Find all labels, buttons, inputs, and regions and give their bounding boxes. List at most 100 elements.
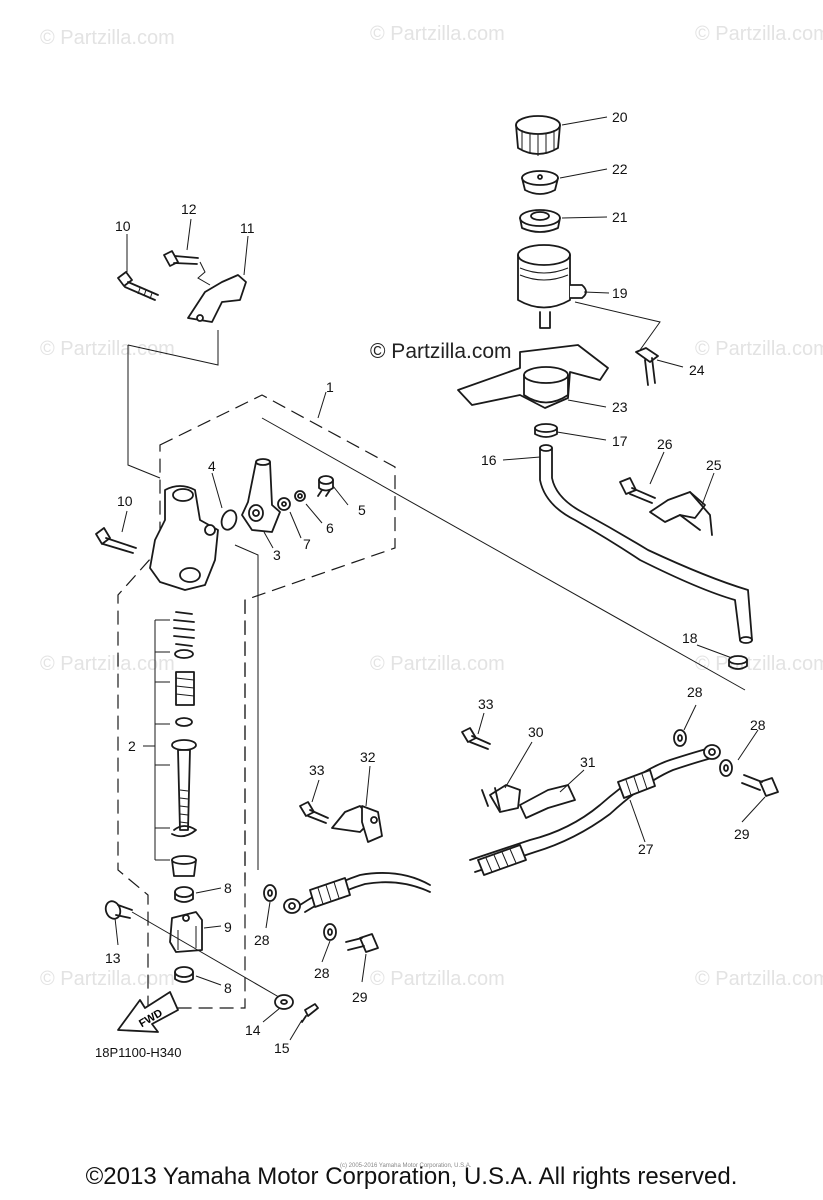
reservoir-hose [539,444,753,644]
label-part-18: 18 [682,630,698,646]
reservoir [517,244,587,329]
watermark: © Partzilla.com [695,653,823,675]
label-part-3: 3 [273,547,281,563]
reference-line [127,330,219,366]
label-part-28-mid: 28 [314,965,330,981]
watermark: © Partzilla.com [695,23,823,45]
reference-line [127,345,161,479]
brake-hose [283,744,721,914]
label-part-17: 17 [612,433,628,449]
label-part-28-right-b: 28 [750,717,766,733]
label-part-8-lower: 8 [224,980,232,996]
reservoir-cap [515,115,561,156]
watermark: © Partzilla.com [695,968,823,990]
label-part-2: 2 [128,738,136,754]
clevis-joint [169,911,203,953]
label-part-26: 26 [657,436,673,452]
watermark: © Partzilla.com [695,338,823,360]
gasket-28c [673,729,687,747]
label-part-7: 7 [303,536,311,552]
label-part-19: 19 [612,285,628,301]
label-part-13: 13 [105,950,121,966]
plate-11 [187,261,247,323]
reservoir-bolt [635,347,659,386]
reference-line [234,544,259,870]
part-number-labels: 1 2 3 4 5 6 7 8 8 9 10 10 11 12 13 14 15… [105,109,766,1056]
label-part-24: 24 [689,362,705,378]
assembly-outline [117,394,396,1009]
label-part-4: 4 [208,458,216,474]
gasket-28d [719,759,733,777]
nut-8-lower [174,966,194,983]
label-part-16: 16 [481,452,497,468]
label-part-32: 32 [360,749,376,765]
hose-union [241,458,281,533]
hose-holder-32 [331,805,383,843]
master-cylinder-body [149,485,219,591]
hose-guide-31 [519,784,576,819]
diaphragm [519,209,561,233]
clevis-pin [104,900,285,1001]
label-part-8-upper: 8 [224,880,232,896]
o-ring [220,509,238,531]
holder-bolt [619,477,656,504]
watermark-grid: © Partzilla.com © Partzilla.com © Partzi… [40,23,823,990]
bolt-10-lower [95,527,137,554]
label-part-10-lower: 10 [117,493,133,509]
small-copyright: (c) 2005-2016 Yamaha Motor Corporation, … [340,1163,472,1169]
union-bolt-29b [741,774,779,797]
label-part-12: 12 [181,201,197,217]
piston-kit [148,611,197,877]
label-part-31: 31 [580,754,596,770]
watermark: © Partzilla.com [370,653,505,675]
label-part-21: 21 [612,209,628,225]
union-bolt-29a [345,933,379,953]
copyright-notice: ©2013 Yamaha Motor Corporation, U.S.A. A… [85,1163,738,1190]
hose-clamp [534,423,558,438]
bolt-10-top [117,271,159,301]
hose-clamp-lower [728,655,748,670]
label-part-23: 23 [612,399,628,415]
label-part-15: 15 [274,1040,290,1056]
label-part-10-top: 10 [115,218,131,234]
center-watermark: © Partzilla.com [370,340,512,363]
gasket-28b [323,923,337,941]
cotter-pin [301,1003,319,1023]
watermark: © Partzilla.com [370,23,505,45]
label-part-25: 25 [706,457,722,473]
bolt-33b [461,727,491,750]
label-part-1: 1 [326,379,334,395]
watermark: © Partzilla.com [40,653,175,675]
label-part-28-left: 28 [254,932,270,948]
hose-holder [649,491,713,536]
screw-5 [317,475,334,497]
hose-clamp-30 [481,784,521,813]
label-part-5: 5 [358,502,366,518]
gasket-28a [263,884,277,902]
washer-14 [274,994,294,1010]
watermark: © Partzilla.com [40,968,175,990]
bolt-33a [299,801,329,824]
label-part-28-right-a: 28 [687,684,703,700]
reference-line [261,417,746,691]
label-part-22: 22 [612,161,628,177]
watermark: © Partzilla.com [40,27,175,49]
label-part-14: 14 [245,1022,261,1038]
nut-8-upper [174,886,194,903]
washer-7 [277,497,291,511]
washer-6 [294,490,306,502]
label-part-29-left: 29 [352,989,368,1005]
reference-line [574,301,661,351]
reservoir-bracket [457,344,609,409]
label-part-6: 6 [326,520,334,536]
diaphragm-plate [521,170,559,195]
label-part-11: 11 [240,220,255,236]
watermark: © Partzilla.com [40,338,175,360]
diagram-code: 18P1100-H340 [95,1045,182,1060]
label-part-33-left: 33 [309,762,325,778]
label-part-29-right: 29 [734,826,750,842]
label-part-27: 27 [638,841,654,857]
label-part-30: 30 [528,724,544,740]
label-part-33-right: 33 [478,696,494,712]
